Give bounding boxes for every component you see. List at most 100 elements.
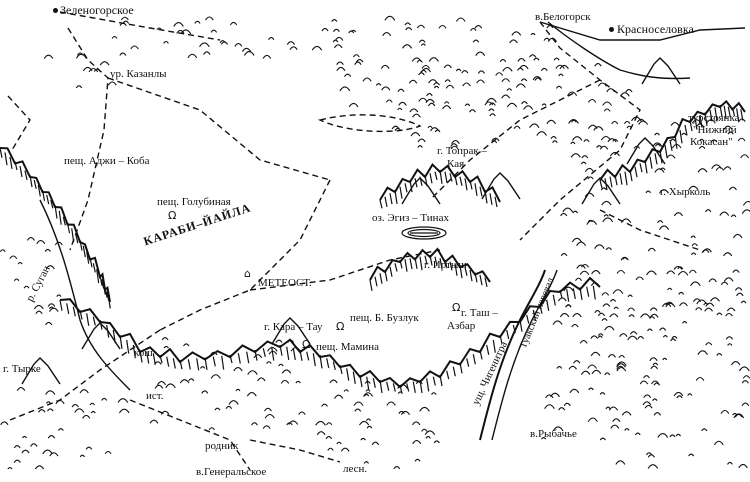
forest-tuft [618, 354, 625, 359]
forest-tuft [334, 394, 344, 399]
cliff-hatch [187, 359, 191, 370]
forest-tuft [326, 422, 333, 426]
forest-tuft [550, 136, 557, 140]
forest-tuft [363, 392, 374, 397]
cliff-hatch [669, 139, 673, 151]
forest-tuft [82, 414, 91, 419]
forest-tuft [13, 278, 20, 282]
forest-tuft [647, 464, 659, 469]
forest-tuft [397, 107, 403, 111]
trail-meteost-east [249, 249, 441, 291]
forest-tuft [336, 61, 344, 66]
forest-tuft [596, 145, 603, 149]
cliff-hatch [459, 176, 463, 186]
forest-tuft [408, 79, 418, 84]
forest-tuft [44, 248, 51, 252]
cliff-hatch [624, 171, 628, 186]
forest-tuft [716, 353, 723, 356]
cliff-hatch [339, 364, 343, 375]
forest-tuft [48, 306, 55, 310]
forest-tuft [501, 78, 510, 83]
forest-tuft [444, 79, 451, 83]
forest-tuft [710, 139, 718, 143]
cliff-hatch [472, 354, 476, 365]
label-meteost: МЕТЕОСТ. [258, 277, 312, 289]
forest-tuft [210, 374, 221, 379]
cliff-hatch [372, 378, 376, 388]
forest-tuft [687, 393, 693, 396]
forest-tuft [348, 30, 355, 34]
forest-tuft [264, 407, 272, 412]
trails [7, 11, 701, 471]
forest-tuft [607, 138, 617, 143]
forest-tuft [727, 131, 734, 135]
forest-tuft [597, 312, 606, 317]
forest-tuft [398, 101, 407, 106]
forest-tuft [645, 452, 653, 456]
forest-tuft [419, 406, 430, 412]
mountain-ridges [0, 57, 746, 394]
forest-tuft [731, 361, 741, 366]
forest-tuft [555, 85, 563, 89]
forest-tuft [7, 466, 13, 470]
forest-tuft [603, 214, 609, 217]
forest-tuft [484, 101, 494, 106]
forest-tuft [725, 312, 733, 317]
forest-tuft [418, 97, 428, 102]
forest-tuft [428, 57, 439, 62]
forest-tuft [609, 299, 617, 302]
forest-tuft [647, 328, 653, 332]
forest-tuft [404, 22, 411, 26]
forest-tuft [627, 307, 636, 312]
cliff-hatch [14, 161, 18, 171]
forest-tuft [45, 390, 56, 395]
cliff-hatch [546, 299, 550, 312]
forest-tuft [445, 84, 455, 89]
forest-tuft [657, 433, 669, 438]
forest-tuft [558, 407, 566, 411]
forest-tuft [619, 333, 628, 338]
forest-tuft [553, 57, 560, 61]
forest-tuft [79, 454, 85, 458]
forest-tuft [541, 437, 547, 440]
forest-tuft [644, 404, 653, 409]
cliff-hatch [19, 165, 23, 178]
cliff-ridge [59, 276, 601, 389]
forest-tuft [562, 207, 573, 213]
forest-tuft [472, 39, 480, 43]
forest-tuft [289, 46, 298, 51]
forest-tuft [288, 420, 299, 425]
forest-tuft [695, 376, 705, 381]
cliff-hatch [374, 276, 378, 287]
forest-tuft [612, 418, 621, 423]
river-belogorsk [547, 21, 691, 80]
forest-tuft [633, 145, 641, 149]
label-pesch-adzhi-koba: пещ. Аджи – Коба [64, 155, 150, 167]
cliff-hatch [444, 259, 448, 269]
mountain-peak [626, 137, 666, 165]
forest-tuft [741, 402, 750, 407]
forest-tuft [54, 241, 63, 246]
forest-tuft [117, 398, 129, 403]
cave-kara-tau-icon: Ω [336, 320, 345, 333]
forest-tuft [154, 384, 164, 389]
cliff-hatch [439, 258, 443, 269]
cliff-hatch [404, 259, 408, 272]
trail-kazanly-plateau [107, 77, 331, 181]
forest-tuft [581, 263, 589, 268]
forest-tuft [228, 400, 239, 405]
forest-tuft [45, 265, 55, 270]
forest-tuft [410, 132, 421, 137]
forest-tuft [725, 336, 734, 340]
forest-tuft [130, 45, 139, 50]
forest-tuft [616, 269, 626, 274]
forest-tuft [513, 125, 521, 130]
forest-tuft [698, 145, 706, 150]
forest-tuft [489, 113, 496, 117]
forest-tuft [740, 300, 747, 304]
forest-tuft [280, 379, 290, 384]
cliff-hatch [286, 346, 290, 360]
forest-tuft [546, 119, 556, 125]
forest-tuft [427, 102, 436, 107]
forest-tuft [210, 351, 218, 356]
